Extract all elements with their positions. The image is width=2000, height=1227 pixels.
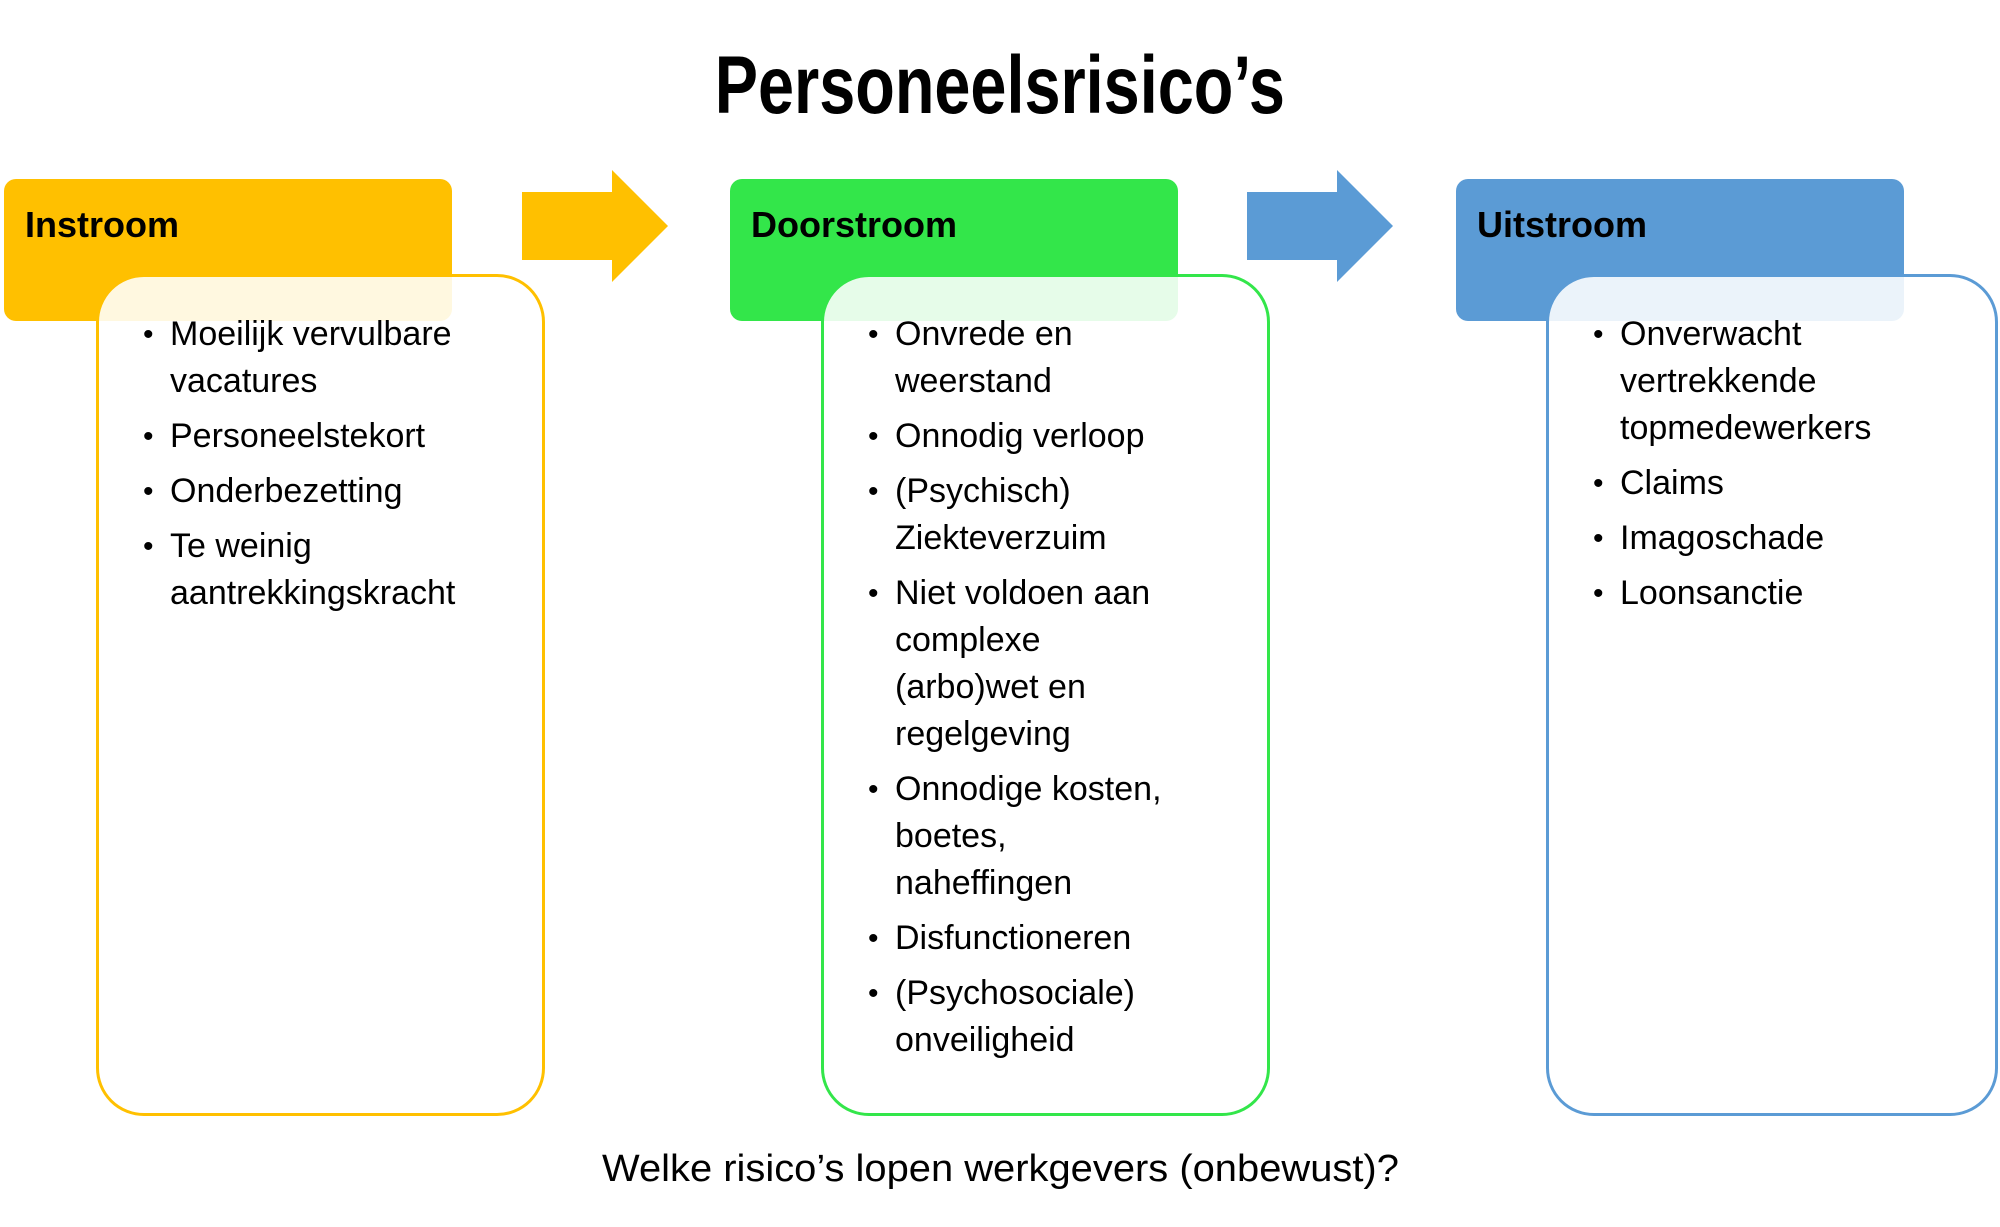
risk-list-item-text: naheffingen [895,864,1073,902]
risk-list-item: • Onnodig verloop [824,413,1267,460]
risk-list-item-text: weerstand [895,362,1052,400]
risk-list: • Onverwacht vertrekkende topmedewerkers • Cl… [1549,277,1995,617]
bullet-icon: • [143,530,154,563]
subtitle-question: Welke risico’s lopen werkgevers (onbewus… [0,1146,2000,1192]
risk-list-item: • (Psychisch) Ziekteverzuim [824,468,1267,562]
risk-list-item-text: Personeelstekort [170,417,426,455]
bullet-icon: • [143,475,154,508]
risk-list-item: • Disfunctioneren [824,915,1267,962]
risk-list-item-text: complexe [895,621,1041,659]
page-title: Personeelsrisico’s [0,36,2000,136]
risk-list-item-text: (Psychisch) [895,472,1071,510]
risk-list-item-text: (Psychosociale) [895,974,1135,1012]
risk-list-item-text: vacatures [170,362,318,400]
risk-list-item: • Onnodige kosten, boetes, naheffingen [824,766,1267,907]
risk-list-box-uitstroom: • Onverwacht vertrekkende topmedewerkers • Cl… [1546,274,1998,1116]
bullet-icon: • [143,318,154,351]
arrow-instroom-to-doorstroom [522,170,668,282]
risk-list-item-text: Disfunctioneren [895,919,1132,957]
risk-list-item: • (Psychosociale) onveiligheid [824,970,1267,1064]
risk-list-item-text: Niet voldoen aan [895,574,1151,612]
risk-list: • Onvrede en weerstand • Onnodig verloop • (Ps… [824,277,1267,1064]
risk-list-item-text: Onverwacht [1620,315,1802,353]
bullet-icon: • [868,977,879,1010]
risk-list-item: • Personeelstekort [99,413,542,460]
bullet-icon: • [1593,522,1604,555]
bullet-icon: • [868,577,879,610]
risk-list-item-text: Onvrede en [895,315,1073,353]
page-title-text: Personeelsrisico’s [714,40,1286,131]
bullet-icon: • [868,420,879,453]
stage-header-label: Instroom [25,204,180,245]
bullet-icon: • [1593,318,1604,351]
risk-list-item-text: vertrekkende [1620,362,1817,400]
risk-list: • Moeilijk vervulbare vacatures • Personeels… [99,277,542,617]
risk-list-item-text: Ziekteverzuim [895,519,1107,557]
bullet-icon: • [868,475,879,508]
subtitle-question-text: Welke risico’s lopen werkgevers (onbewus… [601,1148,1399,1190]
risk-list-item-text: topmedewerkers [1620,409,1872,447]
risk-list-item: • Loonsanctie [1549,570,1995,617]
risk-list-item: • Niet voldoen aan complexe (arbo)wet en reg… [824,570,1267,758]
risk-list-item-text: regelgeving [895,715,1071,753]
bullet-icon: • [1593,467,1604,500]
risk-list-item: • Onverwacht vertrekkende topmedewerkers [1549,311,1995,452]
risk-list-item: • Claims [1549,460,1995,507]
risk-list-box-instroom: • Moeilijk vervulbare vacatures • Personeels… [96,274,545,1116]
bullet-icon: • [868,922,879,955]
risk-list-item: • Onderbezetting [99,468,542,515]
risk-list-item-text: Loonsanctie [1620,574,1804,612]
bullet-icon: • [868,773,879,806]
arrow-doorstroom-to-uitstroom [1247,170,1393,282]
risk-list-item-text: Imagoschade [1620,519,1825,557]
risk-list-item-text: onveiligheid [895,1021,1075,1059]
arrow-right-icon [522,170,668,282]
bullet-icon: • [1593,577,1604,610]
risk-list-item: • Imagoschade [1549,515,1995,562]
risk-list-item-text: Onderbezetting [170,472,403,510]
risk-list-item-text: Onnodige kosten, [895,770,1162,808]
risk-list-item-text: aantrekkingskracht [170,574,456,612]
risk-list-item-text: Onnodig verloop [895,417,1145,455]
arrow-right-icon [1247,170,1393,282]
stage-header-label: Doorstroom [751,204,957,245]
risk-list-item-text: Claims [1620,464,1724,502]
risk-list-item-text: Te weinig [170,527,312,565]
risk-list-item: • Onvrede en weerstand [824,311,1267,405]
bullet-icon: • [868,318,879,351]
bullet-icon: • [143,420,154,453]
risk-list-item-text: (arbo)wet en [895,668,1086,706]
stage-header-label: Uitstroom [1477,204,1647,245]
risk-list-item: • Te weinig aantrekkingskracht [99,523,542,617]
risk-list-item-text: Moeilijk vervulbare [170,315,452,353]
risk-list-item-text: boetes, [895,817,1007,855]
risk-list-box-doorstroom: • Onvrede en weerstand • Onnodig verloop • (Ps… [821,274,1270,1116]
risk-list-item: • Moeilijk vervulbare vacatures [99,311,542,405]
